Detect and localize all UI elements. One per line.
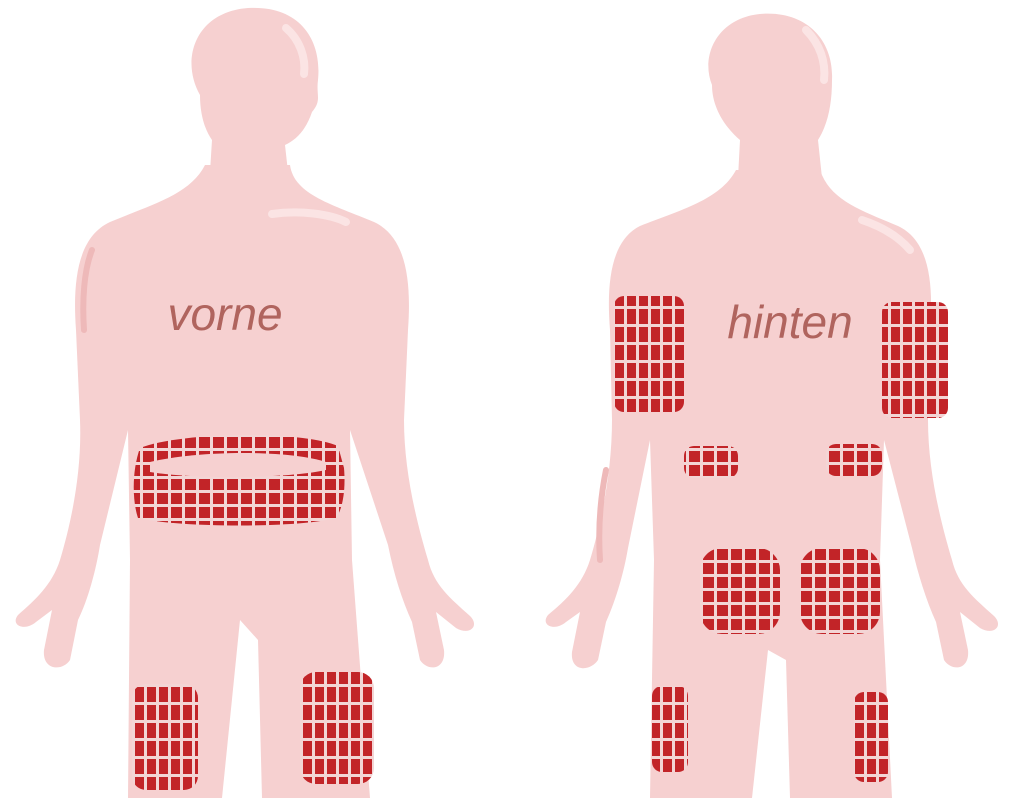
back-right-flank-site (826, 444, 882, 476)
back-torso (546, 170, 998, 798)
front-body-figure: vorne (16, 8, 474, 798)
back-body-figure: hinten (546, 14, 998, 798)
front-head (191, 8, 318, 172)
back-left-buttock-site (700, 548, 780, 634)
front-right-thigh-site (300, 672, 374, 784)
back-right-thigh-site (854, 692, 888, 782)
back-left-upper-arm-site (614, 296, 684, 412)
back-right-buttock-site (800, 548, 880, 634)
back-left-thigh-site (652, 686, 688, 772)
back-right-upper-arm-site (882, 302, 948, 418)
front-label: vorne (167, 288, 282, 340)
back-label: hinten (727, 296, 852, 348)
front-left-thigh-site (132, 684, 198, 790)
back-left-flank-site (684, 446, 738, 478)
front-abdomen-site (134, 435, 345, 526)
